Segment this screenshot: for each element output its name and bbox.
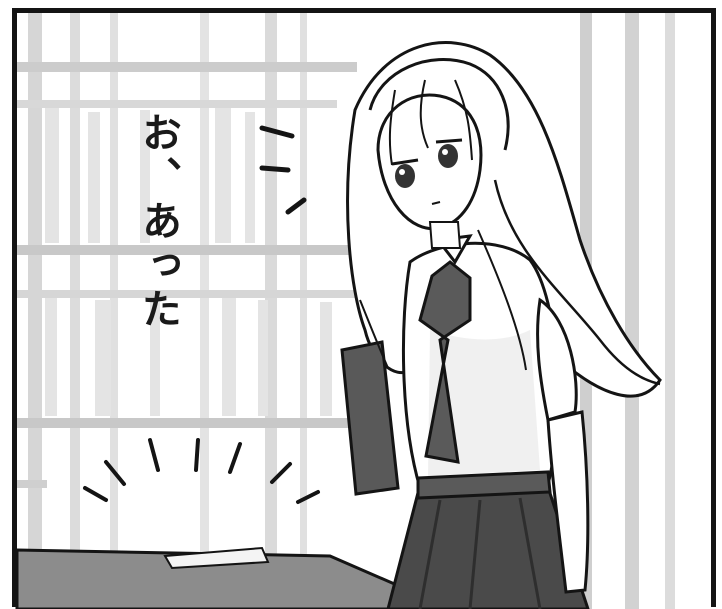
- emphasis-lines: [83, 438, 320, 504]
- surprise-marks: [259, 125, 307, 215]
- desk: [15, 546, 453, 609]
- speech-text: お、あった: [135, 112, 181, 332]
- girl-character: [340, 41, 662, 609]
